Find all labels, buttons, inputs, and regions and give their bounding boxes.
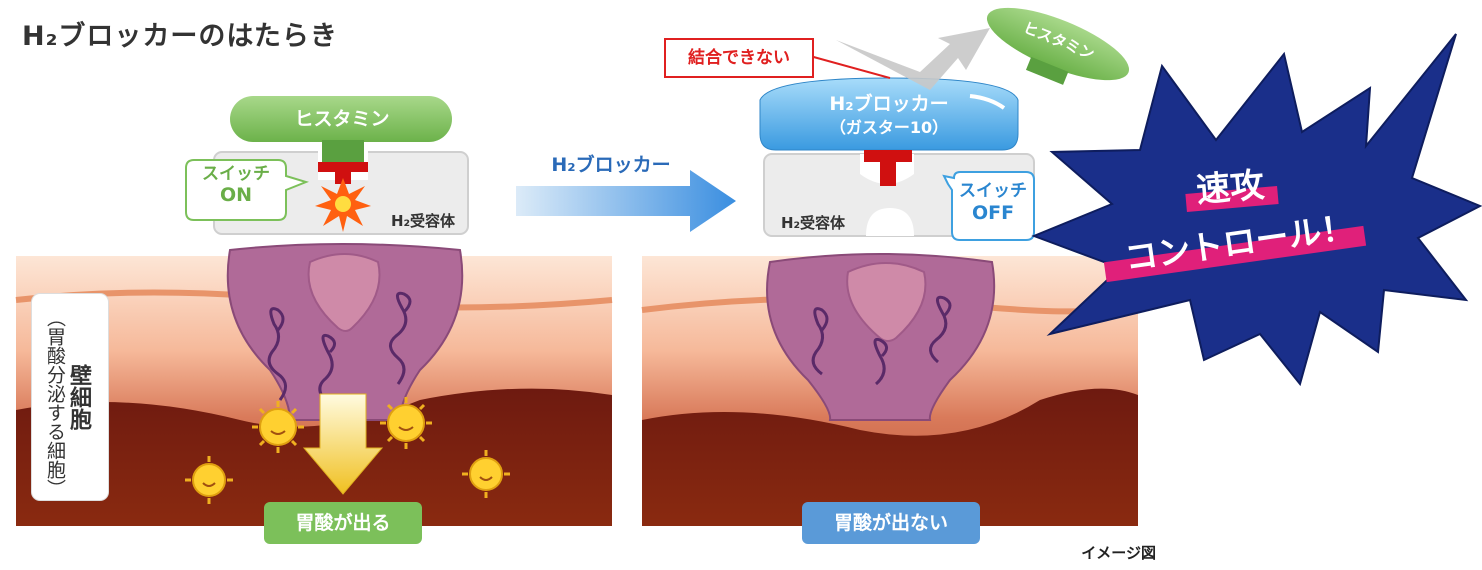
cell-label-box: 壁細胞 （胃酸分泌する細胞） (32, 294, 108, 500)
right-histamine (986, 7, 1130, 85)
cell-label-sub: （胃酸分泌する細胞） (44, 308, 66, 498)
page-title: H₂ブロッカーのはたらき (22, 21, 338, 52)
left-receptor-label: H₂受容体 (390, 212, 456, 230)
right-receptor-label: H₂受容体 (780, 214, 846, 232)
process-arrow (516, 170, 736, 232)
switch-on-bubble (185, 159, 310, 221)
switch-on-line2: ON (219, 184, 253, 206)
acid-down-arrow (302, 393, 384, 495)
right-result-label: 胃酸が出ない (802, 502, 980, 544)
process-arrow-label: H₂ブロッカー (551, 154, 671, 176)
left-result-label: 胃酸が出る (264, 502, 422, 544)
deflect-arrow (836, 28, 990, 90)
switch-on-line1: スイッチ (202, 164, 270, 184)
blocker-molecule (759, 77, 1019, 186)
cannot-bind-label: 結合できない (664, 38, 814, 78)
spark-icon (315, 178, 371, 232)
right-parietal-cell (766, 253, 996, 421)
blocker-name: H₂ブロッカー (829, 93, 949, 115)
burst-line1: 速攻 (1194, 165, 1266, 211)
left-histamine (230, 96, 452, 184)
blocker-text: H₂ブロッカー （ガスター10） (764, 92, 1014, 140)
blocker-product: （ガスター10） (829, 118, 949, 137)
cannot-bind-pointer (809, 55, 891, 79)
burst-shape (1031, 33, 1482, 387)
cell-label-main: 壁細胞 (66, 364, 91, 430)
switch-off-bubble (942, 171, 1035, 241)
image-note: イメージ図 (1081, 544, 1156, 562)
switch-off-text: スイッチ OFF (952, 180, 1034, 224)
switch-on-text: スイッチ ON (186, 164, 286, 206)
acid-sun-icon (185, 397, 510, 504)
left-parietal-cell (226, 243, 464, 421)
switch-off-line2: OFF (971, 202, 1015, 224)
left-histamine-label: ヒスタミン (294, 108, 390, 130)
switch-off-line1: スイッチ (959, 181, 1027, 201)
